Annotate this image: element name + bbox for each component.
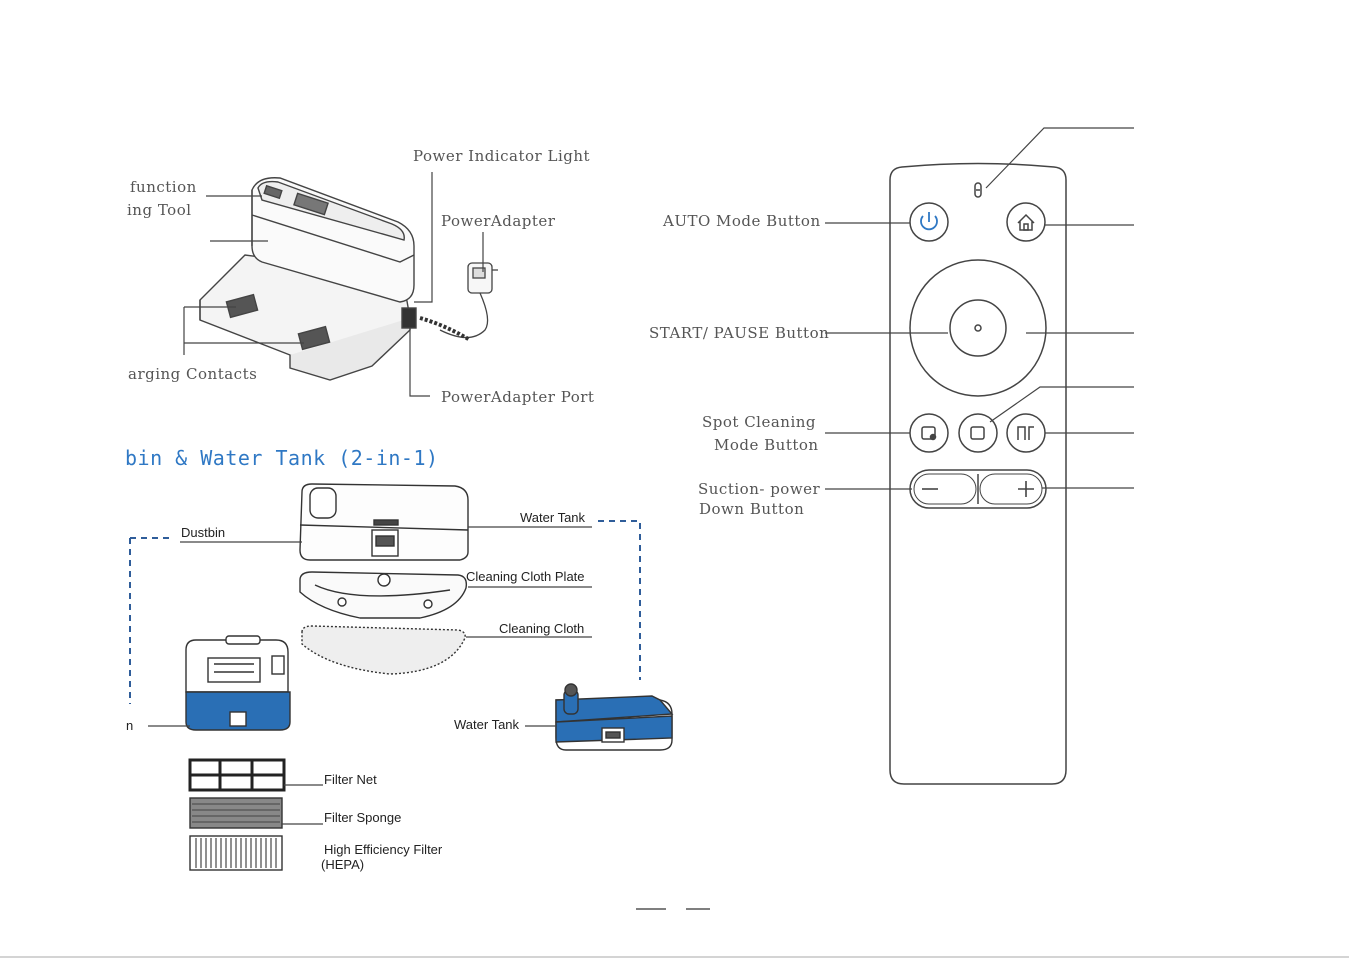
- label-filter-sponge: Filter Sponge: [324, 810, 402, 825]
- label-power-adapter-port: PowerAdapter Port: [441, 388, 595, 406]
- label-cleaning-cloth: Cleaning Cloth: [499, 621, 585, 636]
- tank-leader-lines: [129, 520, 641, 825]
- label-water-tank-top: Water Tank: [520, 510, 586, 525]
- home-icon: [1017, 213, 1035, 231]
- section-heading: bin & Water Tank (2-in-1): [125, 446, 439, 470]
- label-spot-cleaning-line2: Mode Button: [714, 436, 819, 454]
- label-auto-mode-button: AUTO Mode Button: [663, 212, 821, 230]
- edge-icon: [970, 426, 985, 440]
- spot-icon: [921, 426, 937, 441]
- power-icon: [920, 212, 938, 231]
- remote-leader-lines: [825, 127, 1134, 490]
- label-cloth-plate: Cleaning Cloth Plate: [466, 569, 585, 584]
- filter-textures: [192, 803, 280, 868]
- label-power-indicator-light: Power Indicator Light: [413, 147, 591, 165]
- label-spot-cleaning-line1: Spot Cleaning: [702, 413, 817, 431]
- label-cleaning-tool: ing Tool: [127, 201, 192, 219]
- label-suction-down-line1: Suction- power: [698, 480, 821, 498]
- label-filter-net: Filter Net: [324, 772, 377, 787]
- charging-dock-illustration: [199, 177, 417, 381]
- label-dustbin: Dustbin: [181, 525, 226, 540]
- remote-control-illustration: [889, 162, 1067, 785]
- dustbin-water-tank-illustration: [185, 483, 674, 871]
- dock-leader-lines: [183, 172, 484, 397]
- page-footer-marks: [0, 908, 1349, 958]
- label-hepa-line1: High Efficiency Filter: [324, 842, 443, 857]
- plus-icon: [1018, 481, 1034, 497]
- label-bin-partial: n: [126, 718, 134, 733]
- label-charging-contacts: arging Contacts: [128, 365, 258, 383]
- label-function: function: [130, 178, 197, 196]
- zigzag-icon: [1017, 426, 1034, 440]
- label-suction-down-line2: Down Button: [699, 500, 805, 518]
- label-power-adapter: PowerAdapter: [441, 212, 556, 230]
- label-hepa-line2: (HEPA): [321, 857, 365, 872]
- power-adapter-illustration: [419, 262, 498, 342]
- label-start-pause-button: START/ PAUSE Button: [649, 324, 830, 342]
- label-water-tank-side: Water Tank: [454, 717, 520, 732]
